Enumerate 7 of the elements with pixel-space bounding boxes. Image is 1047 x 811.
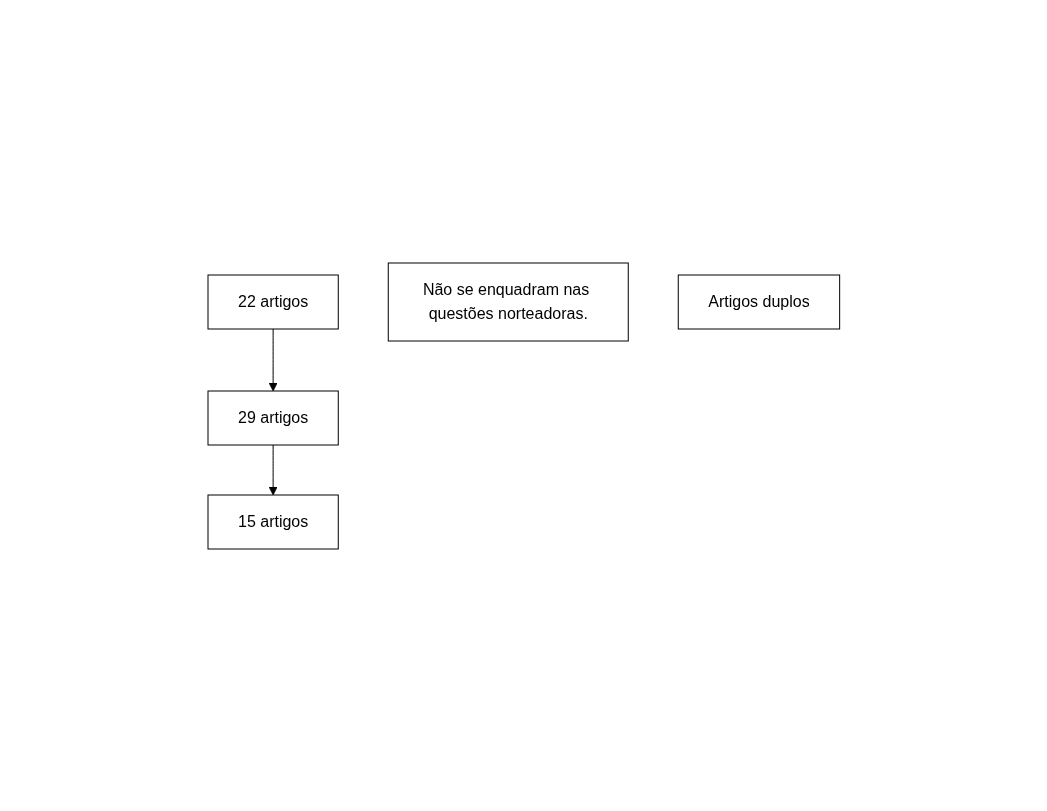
node-box: Artigos duplos (677, 274, 840, 329)
node-box: 29 artigos (207, 390, 339, 445)
node-box: 22 artigos (207, 274, 339, 329)
node-box: 15 artigos (207, 494, 339, 549)
arrow (268, 328, 278, 391)
node-box: Não se enquadram nas questões norteadoras. (387, 262, 629, 341)
arrow (268, 444, 278, 495)
